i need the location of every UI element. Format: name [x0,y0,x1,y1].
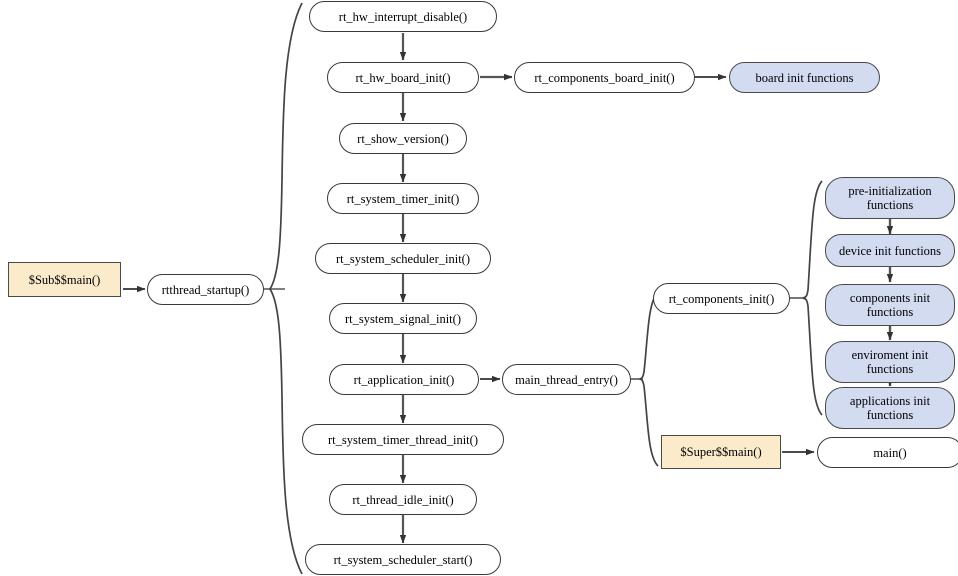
node-rtthread-startup[interactable]: rtthread_startup() [147,274,264,305]
node-rt-system-scheduler-start[interactable]: rt_system_scheduler_start() [305,544,501,575]
node-device-init-functions[interactable]: device init functions [825,234,955,267]
node-rt-system-scheduler-init[interactable]: rt_system_scheduler_init() [315,243,491,274]
node-rt-hw-board-init[interactable]: rt_hw_board_init() [327,62,479,93]
node-rt-thread-idle-init[interactable]: rt_thread_idle_init() [329,484,477,515]
main-column-brace [268,2,303,575]
node-rt-system-timer-thread-init[interactable]: rt_system_timer_thread_init() [302,424,504,455]
node-main-thread-entry[interactable]: main_thread_entry() [502,364,631,395]
node-rt-application-init[interactable]: rt_application_init() [329,364,479,395]
node-super-main[interactable]: $Super$$main() [661,435,781,469]
node-rt-system-signal-init[interactable]: rt_system_signal_init() [329,303,477,334]
init-functions-brace [802,180,823,416]
node-rt-show-version[interactable]: rt_show_version() [339,123,467,154]
node-rt-components-init[interactable]: rt_components_init() [653,283,790,314]
node-pre-initialization-functions[interactable]: pre-initialization functions [825,177,955,219]
node-rt-system-timer-init[interactable]: rt_system_timer_init() [327,183,479,214]
node-rt-components-board-init[interactable]: rt_components_board_init() [514,62,695,93]
node-sub-main[interactable]: $Sub$$main() [8,262,121,297]
node-rt-hw-interrupt-disable[interactable]: rt_hw_interrupt_disable() [309,1,497,32]
components-group-brace [637,291,659,467]
node-main[interactable]: main() [817,437,958,468]
node-enviroment-init-functions[interactable]: enviroment init functions [825,341,955,383]
node-applications-init-functions[interactable]: applications init functions [825,387,955,429]
node-components-init-functions[interactable]: components init functions [825,284,955,326]
node-board-init-functions[interactable]: board init functions [729,62,880,93]
